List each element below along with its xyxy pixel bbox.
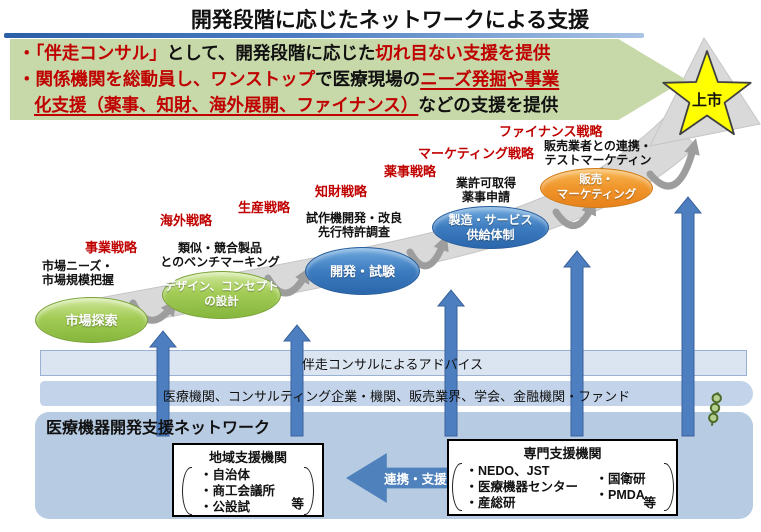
- link-support-arrow-label: 連携・支援: [384, 472, 447, 487]
- banner-line-2: ・関係機関を総動員し、ワンストップで医療現場のニーズ発掘や事業: [10, 66, 686, 92]
- specialist-item: ・医療機器センター: [465, 480, 579, 494]
- consult-banner: ・「伴走コンサル」として、開発段階に応じた切れ目ない支援を提供 ・関係機関を総動…: [10, 39, 686, 120]
- network-title: 医療機器開発支援ネットワーク: [46, 420, 271, 437]
- regional-item: ・自治体: [200, 468, 251, 482]
- specialist-etc-label: 等: [643, 496, 656, 510]
- bracket-decoration: [663, 463, 674, 511]
- specialist-item: ・産総研: [465, 496, 516, 510]
- stage-label: 開発・試験: [329, 263, 395, 279]
- regional-etc-label: 等: [291, 497, 304, 511]
- strategy-label-business: 事業戦略: [85, 240, 138, 255]
- bracket-decoration: [182, 467, 192, 515]
- regional-item: ・公設試: [200, 500, 251, 514]
- support-up-arrow: [148, 330, 178, 437]
- banner-text: 切れ目ない支援を提供: [375, 43, 551, 63]
- regional-box-title: 地域支援機関: [208, 450, 287, 465]
- stage-ellipse-sales-marketing: 販売・ マーケティング: [540, 168, 653, 208]
- stage-ellipse-development-test: 開発・試験: [305, 247, 420, 295]
- banner-text: ・「伴走コンサル」: [18, 43, 167, 63]
- title-underline: [4, 33, 644, 38]
- task-label-benchmarking: 類似・競合製品 とのベンチマーキング: [160, 241, 280, 269]
- specialist-item: ・国衛研: [595, 472, 646, 486]
- task-label-market-needs: 市場ニーズ・ 市場規模把握: [42, 259, 115, 287]
- specialist-support-box: 専門支援機関 ・NEDO、JST ・医療機器センター ・産総研 ・国衛研 ・PM…: [447, 439, 678, 516]
- strategy-label-finance: ファイナンス戦略: [499, 124, 603, 139]
- banner-text: ニーズ発掘や事業: [420, 69, 560, 89]
- strategy-label-production: 生産戦略: [238, 200, 291, 215]
- stage-connector-arrow: [646, 138, 700, 190]
- stage-label: 製造・サービス 供給体制: [448, 212, 533, 242]
- banner-text: ・関係機関を総動員し、ワンストップ: [18, 69, 316, 89]
- banner-text: で医療現場の: [315, 69, 421, 89]
- support-up-arrow: [282, 324, 312, 437]
- stage-ellipse-market-search: 市場探索: [35, 297, 148, 343]
- specialist-box-list: ・NEDO、JST ・医療機器センター ・産総研 ・国衛研 ・PMDA: [449, 463, 676, 511]
- support-up-arrow: [562, 250, 592, 437]
- task-label-license: 業許可取得 薬事申請: [455, 176, 516, 204]
- banner-line-1: ・「伴走コンサル」として、開発段階に応じた切れ目ない支援を提供: [10, 39, 686, 66]
- advice-bar-label: 伴走コンサルによるアドバイス: [301, 357, 484, 372]
- stage-ellipse-design-concept: デザイン、コンセプト の設計: [162, 271, 281, 319]
- chain-icon: [708, 392, 722, 426]
- stakeholder-bar-label: 医療機関、コンサルティング企業・機関、販売業界、学会、金融機関・ファンド: [162, 389, 631, 404]
- specialist-item: ・NEDO、JST: [465, 464, 550, 478]
- strategy-label-regulatory: 薬事戦略: [384, 164, 437, 179]
- task-label-test-marketing: 販売業者との連携・ テストマーケティング: [544, 139, 652, 181]
- stage-label: 市場探索: [65, 312, 118, 328]
- regional-box-list: ・自治体 ・商工会議所 ・公設試: [174, 467, 322, 515]
- stage-connector-arrow: [406, 234, 449, 270]
- specialist-box-title: 専門支援機関: [523, 446, 602, 461]
- specialist-item: ・PMDA: [595, 488, 645, 502]
- bracket-decoration: [304, 467, 314, 515]
- bracket-decoration: [451, 463, 462, 511]
- star-label: 上市: [691, 92, 722, 109]
- regional-support-box: 地域支援機関 ・自治体 ・商工会議所 ・公設試 等: [172, 443, 324, 517]
- support-up-arrow: [673, 196, 703, 437]
- strategy-label-overseas: 海外戦略: [160, 213, 213, 228]
- regional-item: ・商工会議所: [200, 484, 276, 498]
- strategy-label-marketing: マーケティング戦略: [418, 146, 534, 161]
- support-up-arrow: [436, 289, 466, 437]
- task-label-prototype: 試作機開発・改良 先行特許調査: [305, 211, 402, 239]
- banner-line-3: 化支援（薬事、知財、海外展開、ファイナンス）などの支援を提供: [10, 92, 686, 118]
- strategy-label-ip: 知財戦略: [315, 184, 368, 199]
- stage-label: デザイン、コンセプト の設計: [164, 281, 279, 308]
- banner-text: などの支援を提供: [418, 95, 559, 115]
- stage-label: 販売・ マーケティング: [556, 174, 637, 201]
- stage-ellipse-manufacturing: 製造・サービス 供給体制: [432, 206, 549, 249]
- page-title: 開発段階に応じたネットワークによる支援: [190, 9, 590, 32]
- banner-text: として、開発段階に応じた: [166, 43, 376, 63]
- stage-connector-arrow: [552, 198, 597, 229]
- banner-text: 化支援（薬事、知財、海外展開、ファイナンス）: [34, 95, 419, 115]
